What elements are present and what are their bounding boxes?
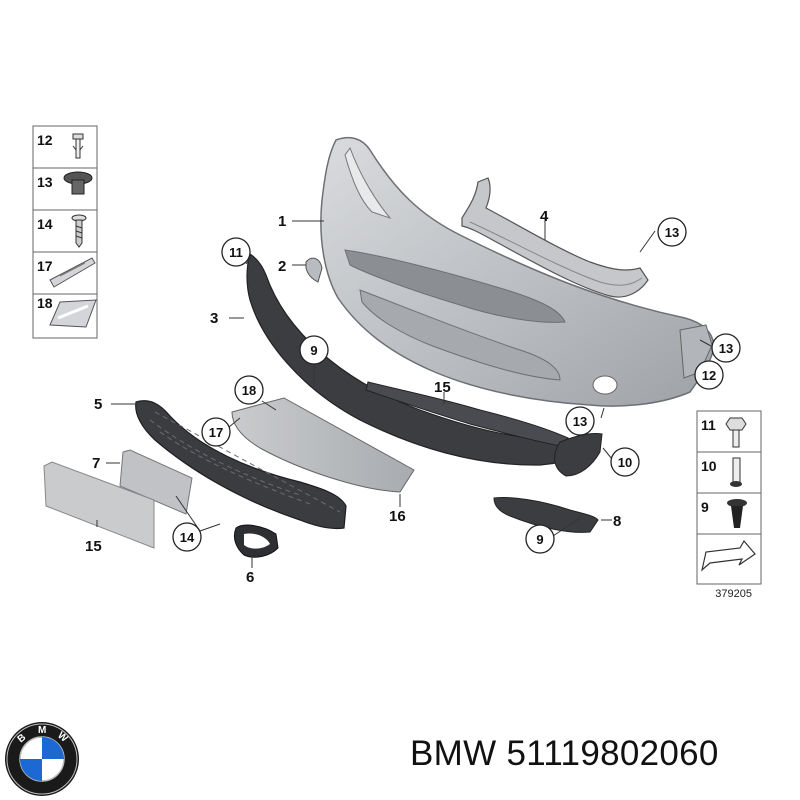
callout-circle: 18 bbox=[234, 375, 264, 405]
licence-plate-base-part bbox=[43, 461, 155, 549]
bmw-logo-icon: B M W bbox=[5, 722, 79, 796]
callout-circle: 13 bbox=[657, 217, 687, 247]
callout-number: 15 bbox=[85, 538, 102, 555]
legend-number: 14 bbox=[37, 216, 53, 232]
callout-number: 1 bbox=[278, 213, 286, 230]
brand-part-number: BMW 51119802060 bbox=[410, 734, 719, 773]
callout-circle: 17 bbox=[201, 417, 231, 447]
leader-lines bbox=[96, 218, 712, 568]
callout-circle: 12 bbox=[694, 360, 724, 390]
callout-circle: 10 bbox=[610, 447, 640, 477]
callout-number: 4 bbox=[540, 208, 549, 225]
under-panel-part bbox=[231, 397, 415, 493]
legend-number: 18 bbox=[37, 295, 53, 311]
callout-circle: 9 bbox=[299, 335, 329, 365]
screw-icon bbox=[71, 214, 87, 248]
callout-number: 11 bbox=[229, 245, 243, 260]
clip-icon bbox=[727, 499, 747, 528]
push-rivet-icon bbox=[72, 133, 84, 159]
bumper-shell-part bbox=[320, 137, 715, 407]
callout-circle: 13 bbox=[565, 406, 595, 436]
callout-number: 2 bbox=[278, 258, 286, 275]
lower-grille-part bbox=[135, 400, 347, 530]
callout-number: 7 bbox=[92, 455, 100, 472]
callout-number: 16 bbox=[389, 508, 406, 525]
svg-text:M: M bbox=[38, 725, 46, 736]
callout-number: 13 bbox=[665, 225, 679, 240]
legend-number: 11 bbox=[701, 417, 716, 433]
fog-cover-part bbox=[233, 524, 279, 558]
callout-circle: 14 bbox=[172, 522, 202, 552]
legend-number: 13 bbox=[37, 174, 53, 190]
callout-number: 13 bbox=[719, 341, 733, 356]
callout-number: 12 bbox=[702, 368, 716, 383]
bracket-clip-icon bbox=[49, 257, 96, 288]
arrow-icon bbox=[701, 539, 756, 572]
legend-number: 12 bbox=[37, 132, 53, 148]
callout-number: 9 bbox=[536, 532, 543, 547]
callout-number: 14 bbox=[180, 530, 195, 545]
grille-insert-icon bbox=[49, 299, 97, 328]
callout-circle: 9 bbox=[525, 524, 555, 554]
small-cap-part bbox=[305, 257, 323, 283]
legend-number: 9 bbox=[701, 499, 709, 515]
callout-number: 15 bbox=[434, 379, 451, 396]
bolt-icon bbox=[730, 457, 742, 487]
callout-number: 13 bbox=[573, 414, 587, 429]
callout-number: 10 bbox=[618, 455, 632, 470]
expanding-nut-icon bbox=[63, 171, 93, 195]
upper-support-part bbox=[461, 177, 649, 298]
callout-number: 17 bbox=[209, 425, 223, 440]
callout-number: 6 bbox=[246, 569, 254, 586]
callout-number: 18 bbox=[242, 383, 256, 398]
callout-number: 9 bbox=[310, 343, 317, 358]
callout-circle: 13 bbox=[711, 333, 741, 363]
callout-number: 3 bbox=[210, 310, 218, 327]
hex-bolt-icon bbox=[725, 417, 747, 448]
callout-number: 5 bbox=[94, 396, 102, 413]
plate-part bbox=[119, 449, 193, 515]
callout-number: 8 bbox=[613, 513, 621, 530]
callout-circle: 11 bbox=[221, 237, 251, 267]
legend-number: 17 bbox=[37, 258, 53, 274]
legend-number: 10 bbox=[701, 458, 717, 474]
reference-number: 379205 bbox=[715, 588, 752, 600]
